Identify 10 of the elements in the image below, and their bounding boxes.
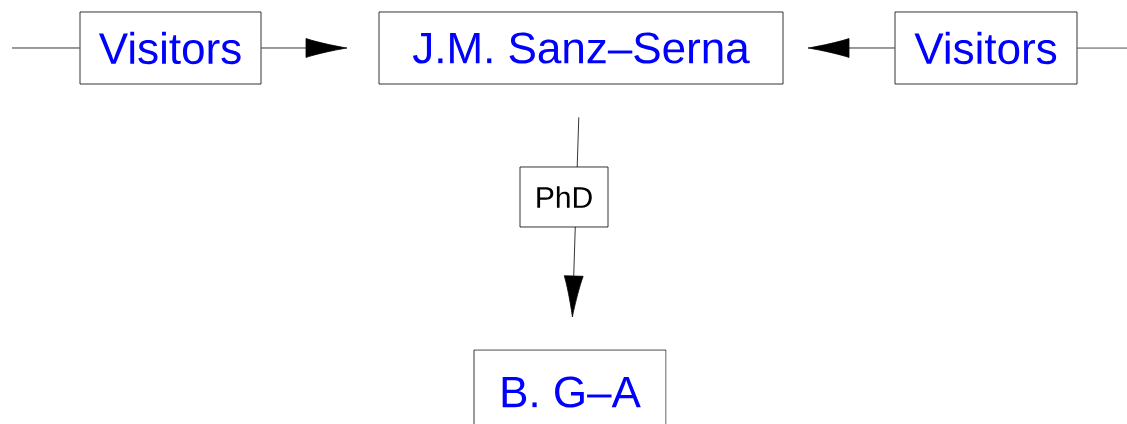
arrow [563, 116, 584, 318]
line [11, 47, 80, 49]
name-box: J.M. Sanz–Serna [378, 11, 784, 85]
line [1077, 47, 1127, 49]
name-box: Visitors [79, 11, 262, 85]
name-box: B. G–A [473, 349, 667, 424]
arrow [261, 38, 348, 58]
name-box: Visitors [894, 11, 1078, 85]
edge-label: PhD [519, 166, 609, 228]
arrow [807, 38, 895, 58]
